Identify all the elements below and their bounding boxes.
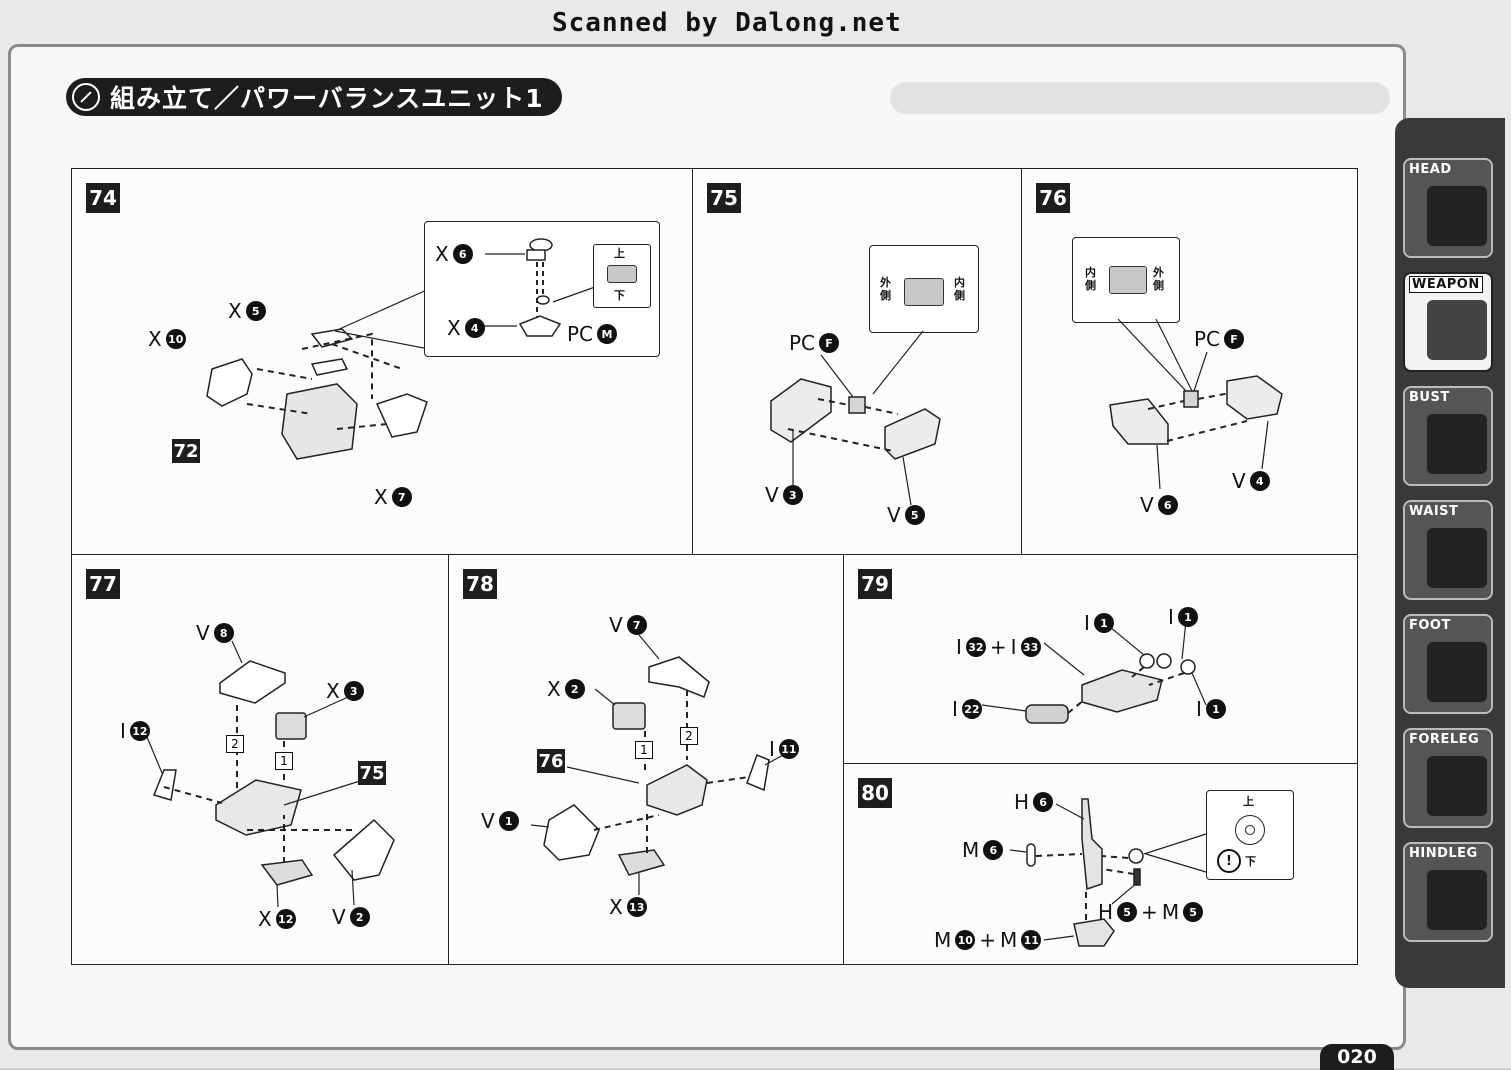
ref-step-75: 75 (358, 761, 386, 785)
hindleg-icon (1427, 870, 1487, 930)
part-shape (1109, 266, 1147, 294)
orientation-callout: 外側 内側 (869, 245, 979, 333)
foot-icon (1427, 642, 1487, 702)
step-74: 74 (71, 168, 693, 555)
sidebar-tab-waist[interactable]: WAIST (1403, 500, 1493, 600)
orientation-callout: 上 ! 下 (1206, 790, 1294, 880)
ref-step-72: 72 (172, 439, 200, 463)
step-80-diagram (1009, 798, 1207, 947)
bust-icon (1427, 414, 1487, 474)
order-1: 1 (275, 752, 293, 770)
weapon-icon (1427, 300, 1487, 360)
order-2: 2 (680, 727, 698, 745)
ref-step-76: 76 (537, 749, 565, 773)
sidebar-tab-hindleg[interactable]: HINDLEG (1403, 842, 1493, 942)
sidebar-tab-weapon[interactable]: WEAPON (1403, 272, 1493, 372)
part-shape (607, 265, 637, 283)
step-number: 76 (1036, 183, 1070, 213)
order-1: 1 (635, 741, 653, 759)
warning-icon: ! (1217, 849, 1241, 873)
sidebar-tab-foreleg[interactable]: FORELEG (1403, 728, 1493, 828)
step-number: 80 (858, 778, 892, 808)
section-title-bar: 組み立て／パワーバランスユニット1 (66, 78, 562, 116)
step-74-diagram (206, 288, 430, 460)
section-title: 組み立て／パワーバランスユニット1 (110, 84, 544, 113)
step-number: 78 (463, 569, 497, 599)
step-number: 77 (86, 569, 120, 599)
part-shape (904, 278, 944, 306)
step-number: 74 (86, 183, 120, 213)
sidebar-tab-head[interactable]: HEAD (1403, 158, 1493, 258)
orientation-callout: 内側 外側 (1072, 237, 1180, 323)
sidebar-tab-bust[interactable]: BUST (1403, 386, 1493, 486)
step-79-diagram (981, 620, 1207, 724)
waist-icon (1427, 528, 1487, 588)
wrench-circle-icon (72, 83, 100, 111)
order-2: 2 (226, 735, 244, 753)
orientation-box: 上 下 (593, 244, 651, 308)
step-number: 75 (707, 183, 741, 213)
step-77-diagram (146, 640, 395, 908)
sidebar-tab-foot[interactable]: FOOT (1403, 614, 1493, 714)
step-number: 79 (858, 569, 892, 599)
step-76-diagram (1109, 318, 1283, 490)
scan-credit: Scanned by Dalong.net (552, 8, 902, 38)
head-icon (1427, 186, 1487, 246)
foreleg-icon (1427, 756, 1487, 816)
step-75-diagram (770, 330, 941, 506)
washer-shape (1235, 815, 1265, 845)
step-78-diagram (530, 634, 784, 895)
bleed-through-title (890, 82, 1390, 114)
page-number: 020 (1320, 1044, 1394, 1070)
